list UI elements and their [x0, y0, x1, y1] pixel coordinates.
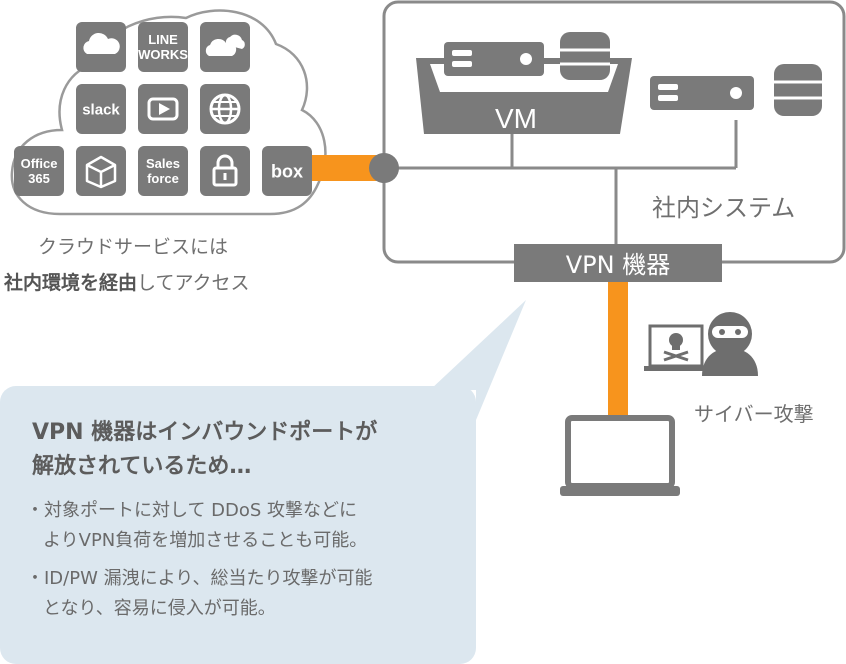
laptop-icon — [560, 415, 680, 496]
play-icon — [147, 97, 179, 121]
callout-bullet-1-line1: ・対象ポートに対して DDoS 攻撃などに — [26, 500, 358, 521]
cloud-tile-lock — [200, 146, 250, 196]
callout-title: VPN 機器はインバウンドポートが 解放されているため… — [32, 416, 377, 484]
cloud-caption-line2: 社内環境を経由してアクセス — [4, 268, 250, 295]
lock-icon — [212, 154, 238, 187]
cloud-tile-box3d — [76, 146, 126, 196]
cloud-tile-globe — [200, 84, 250, 134]
callout-bullet-2-line1: ・ID/PW 漏洩により、総当たり攻撃が可能 — [26, 568, 373, 589]
cloud-tile-cloud2 — [200, 22, 250, 72]
cloud-tile-cloud1 — [76, 22, 126, 72]
callout-title-line1: VPN 機器はインバウンドポートが — [32, 420, 378, 445]
internal-database-icon — [774, 64, 822, 116]
internal-server-icon — [650, 76, 754, 110]
vpn-device-box — [514, 244, 722, 282]
attack-line-orange — [608, 282, 628, 416]
cloud-caption-rest: してアクセス — [137, 272, 250, 294]
warning-callout: VPN 機器はインバウンドポートが 解放されているため… ・対象ポートに対して … — [0, 386, 476, 664]
globe-icon — [209, 93, 241, 125]
callout-bullet-1-line2: よりVPN負荷を増加させることも可能。 — [43, 530, 368, 551]
callout-title-line2: 解放されているため… — [32, 454, 252, 479]
vm-server-icon — [444, 42, 544, 76]
cloud-icon — [83, 32, 120, 54]
callout-bullet-2-line2: となり、容易に侵入が可能。 — [43, 598, 276, 619]
hacker-icon — [702, 312, 758, 376]
callout-bullet-2: ・ID/PW 漏洩により、総当たり攻撃が可能 となり、容易に侵入が可能。 — [26, 564, 373, 624]
cloud-caption-bold: 社内環境を経由 — [4, 272, 138, 294]
internal-system-label: 社内システム — [652, 194, 796, 222]
cloud-tile-box: box — [262, 146, 312, 196]
cloud-tile-label-box: box — [271, 161, 303, 181]
cyber-attack-label: サイバー攻撃 — [694, 402, 814, 426]
vm-database-icon — [560, 32, 610, 80]
cloud-tile-label-slack: slack — [82, 101, 120, 118]
cloud-tile-slack: slack — [76, 84, 126, 134]
cloud-caption-line1: クラウドサービスには — [38, 236, 229, 258]
junction-dot — [369, 153, 399, 183]
cloud-tile-youtube — [138, 84, 188, 134]
package-icon — [85, 155, 117, 189]
vpn-device-label: VPN 機器 — [566, 251, 670, 279]
multi-cloud-icon — [205, 34, 245, 56]
callout-bullet-1: ・対象ポートに対して DDoS 攻撃などに よりVPN負荷を増加させることも可能… — [26, 496, 367, 556]
skull-icon — [644, 324, 708, 371]
vm-label: VM — [495, 103, 537, 134]
